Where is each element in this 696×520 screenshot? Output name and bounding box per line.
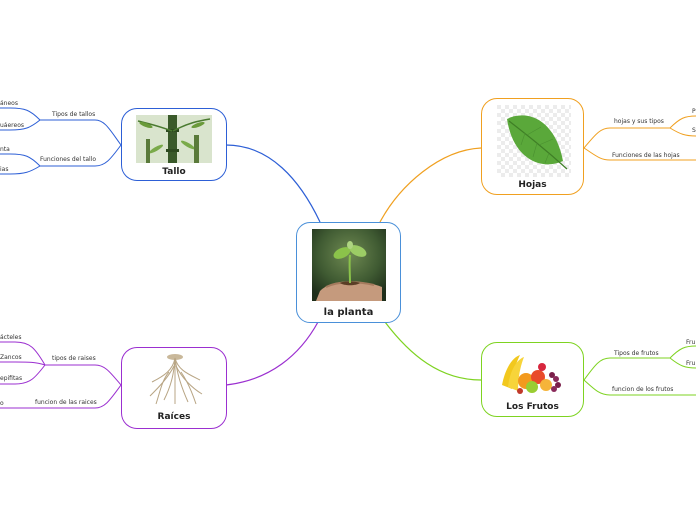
tallo-branch-funciones[interactable]: Funciones del tallo	[40, 156, 97, 163]
raices-leaf-1[interactable]: ácteles	[0, 334, 22, 341]
frutos-leaf-1[interactable]: Fru	[686, 339, 696, 346]
connector-tallo-funciones	[40, 144, 122, 167]
node-hojas-label: Hojas	[518, 180, 547, 190]
node-frutos[interactable]: Los Frutos	[481, 342, 584, 417]
connector-tallo-leaf-1	[0, 107, 41, 121]
tallo-branch-tipos[interactable]: Tipos de tallos	[52, 111, 96, 118]
hojas-leaf-2[interactable]: S	[692, 127, 696, 134]
node-tallo[interactable]: Tallo	[121, 108, 227, 181]
connector-hojas-leaf-1	[669, 115, 696, 129]
frutos-leaf-2[interactable]: Fru	[686, 360, 696, 367]
connector-raices-leaf-3	[0, 364, 46, 385]
node-tallo-label: Tallo	[162, 167, 186, 177]
connector-central-hojas	[379, 147, 482, 223]
raices-branch-funcion[interactable]: funcion de las raices	[35, 399, 97, 406]
connector-hojas-funciones	[583, 147, 696, 161]
connector-raices-funcion	[30, 384, 122, 409]
hojas-leaf-1[interactable]: P	[692, 108, 696, 115]
plant-roots-image	[144, 352, 206, 406]
node-hojas[interactable]: Hojas	[481, 98, 584, 195]
node-frutos-label: Los Frutos	[506, 402, 559, 412]
connector-frutos-leaf-2	[669, 357, 696, 369]
frutos-branch-tipos[interactable]: Tipos de frutos	[614, 350, 659, 357]
raices-leaf-3[interactable]: epifitas	[0, 375, 23, 382]
bamboo-stem-image	[136, 115, 212, 163]
fruit-pile-image	[498, 351, 568, 395]
connector-tallo-leaf-3	[0, 153, 41, 167]
connector-raices-leaf-2	[0, 361, 46, 366]
tallo-leaf-4[interactable]: ias	[0, 166, 9, 173]
hojas-branch-tipos[interactable]: hojas y sus tipos	[614, 118, 664, 125]
connector-hojas-tipos	[583, 127, 670, 149]
connector-frutos-funcion	[583, 379, 696, 396]
connector-tallo-leaf-4	[0, 165, 41, 175]
connector-raices-tipos	[45, 364, 122, 386]
connector-central-frutos	[384, 321, 482, 381]
connector-hojas-leaf-2	[669, 127, 696, 137]
connector-frutos-leaf-1	[669, 345, 696, 359]
raices-leaf-2[interactable]: Zancos	[0, 354, 22, 361]
central-node-label: la planta	[323, 307, 374, 318]
connector-tallo-leaf-2	[0, 119, 41, 131]
connector-frutos-tipos	[583, 357, 670, 381]
node-raices[interactable]: Raíces	[121, 347, 227, 429]
node-raices-label: Raíces	[157, 412, 191, 422]
green-leaf-image	[497, 105, 571, 177]
raices-branch-tipos[interactable]: tipos de raises	[52, 355, 96, 362]
hojas-branch-funciones[interactable]: Funciones de las hojas	[612, 152, 680, 159]
connector-tallo-tipos	[40, 119, 122, 146]
connector-central-raices	[225, 321, 319, 386]
tallo-leaf-1[interactable]: áneos	[0, 100, 18, 107]
frutos-branch-funcion[interactable]: funcion de los frutos	[612, 386, 674, 393]
central-node[interactable]: la planta	[296, 222, 401, 323]
connector-central-tallo	[225, 144, 321, 223]
connector-raices-leaf-1	[0, 341, 46, 366]
raices-leaf-4[interactable]: o	[0, 400, 4, 407]
seedling-in-hand-image	[312, 229, 386, 301]
tallo-leaf-3[interactable]: nta	[0, 146, 10, 153]
tallo-leaf-2[interactable]: uáereos	[0, 122, 24, 129]
